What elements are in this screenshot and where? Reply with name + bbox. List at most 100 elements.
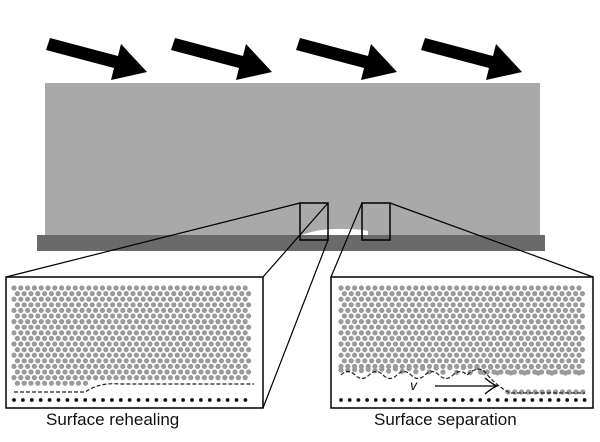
atom (133, 319, 139, 325)
substrate-atom (56, 398, 61, 402)
atom (518, 335, 524, 341)
atom (79, 352, 85, 358)
atom (576, 285, 582, 291)
atom (123, 335, 129, 341)
atom (69, 358, 75, 364)
atom (215, 363, 221, 369)
atom (525, 358, 531, 364)
atom (150, 324, 156, 330)
atom (369, 313, 375, 319)
atom (566, 324, 572, 330)
atom (103, 369, 109, 375)
atom (140, 285, 146, 291)
atom (28, 302, 34, 308)
atom (72, 330, 78, 336)
atom (174, 307, 180, 313)
atom (535, 363, 541, 369)
atom (559, 324, 565, 330)
atom (113, 375, 119, 381)
atom (409, 302, 415, 308)
atom (188, 352, 194, 358)
atom (569, 307, 575, 313)
atom (579, 347, 586, 353)
atom (491, 313, 497, 319)
atom (21, 358, 27, 364)
atom (86, 319, 92, 325)
atom (477, 324, 483, 330)
atom (184, 358, 190, 364)
atom (430, 347, 436, 353)
atom (31, 330, 37, 336)
atom (457, 358, 463, 364)
atom (171, 347, 177, 353)
atom (215, 352, 221, 358)
atom (491, 347, 497, 353)
atom (218, 324, 224, 330)
atom (99, 319, 105, 325)
atom (222, 307, 228, 313)
atom (127, 375, 133, 381)
atom (474, 330, 480, 336)
atom (11, 319, 17, 325)
atom (178, 358, 184, 364)
velocity-label: v (410, 377, 417, 393)
atom (546, 389, 552, 395)
atom (515, 352, 521, 358)
atom (167, 363, 173, 369)
atom (440, 363, 446, 369)
atom (426, 319, 432, 325)
atom (413, 341, 419, 347)
atom (167, 375, 173, 381)
atom (573, 335, 579, 341)
atom (399, 307, 405, 313)
atom (362, 335, 368, 341)
atom (62, 324, 68, 330)
atom (420, 352, 426, 358)
atom (355, 335, 361, 341)
atom (178, 324, 184, 330)
atom (338, 352, 344, 358)
atom (123, 347, 129, 353)
atom (345, 307, 351, 313)
atom (579, 302, 586, 308)
atom (433, 296, 439, 302)
atom (120, 341, 126, 347)
atom (566, 291, 572, 297)
atom (522, 341, 528, 347)
atom (481, 285, 487, 291)
atom (232, 347, 238, 353)
atom (515, 330, 521, 336)
atom (205, 302, 211, 308)
substrate-atom (521, 398, 526, 402)
atom (355, 302, 361, 308)
atom (454, 319, 460, 325)
atom (42, 291, 48, 297)
atom (406, 352, 412, 358)
atom (365, 307, 371, 313)
atom (389, 291, 395, 297)
atom (522, 330, 528, 336)
atom (460, 307, 466, 313)
substrate-atom (339, 398, 343, 402)
atom (447, 285, 453, 291)
atom (205, 369, 211, 375)
atom (167, 341, 173, 347)
atom (369, 302, 375, 308)
atom (147, 307, 153, 313)
atom (437, 358, 443, 364)
atom (535, 319, 541, 325)
atom (576, 296, 582, 302)
atom (147, 296, 153, 302)
atom (181, 307, 187, 313)
atom (420, 285, 426, 291)
atom (457, 302, 463, 308)
atom (484, 313, 490, 319)
atom (215, 285, 221, 291)
atom (460, 285, 466, 291)
atom (42, 313, 48, 319)
atom (549, 352, 555, 358)
atom (525, 335, 531, 341)
atom (352, 296, 358, 302)
substrate-atom (382, 398, 387, 402)
